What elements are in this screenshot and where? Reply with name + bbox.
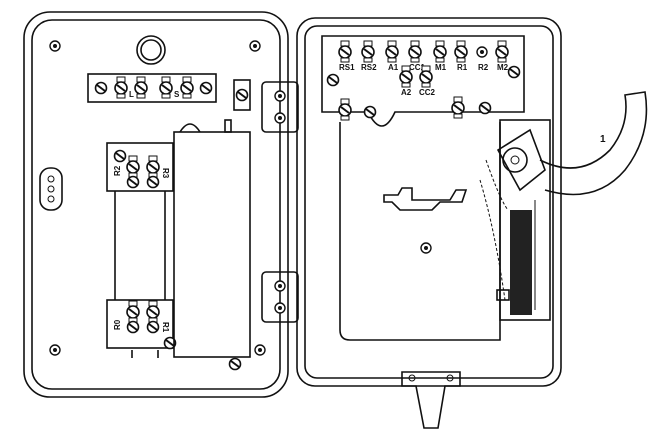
label-L: L (129, 90, 134, 99)
right-panel: RS1 RS2 A1 CC1 M1 R1 R2 M2 A2 CC2 1 (296, 17, 648, 429)
label-RS1: RS1 (339, 63, 355, 72)
label-CC2: CC2 (419, 88, 436, 97)
label-R2: R2 (113, 165, 122, 176)
lever-label: 1 (600, 134, 606, 145)
label-R1: R1 (457, 63, 468, 72)
hinges (261, 81, 299, 323)
label-A2: A2 (401, 88, 412, 97)
label-CC1: CC1 (409, 63, 426, 72)
label-S: S (174, 90, 180, 99)
label-M1: M1 (435, 63, 447, 72)
label-R3: R3 (161, 168, 170, 179)
label-R0: R0 (113, 319, 122, 330)
top-terminal-row: RS1 RS2 A1 CC1 M1 R1 R2 M2 A2 CC2 (326, 40, 521, 121)
label-R1: R1 (161, 322, 170, 333)
left-panel: L S R2 R3 R0 R1 (23, 11, 289, 398)
label-R2: R2 (478, 63, 489, 72)
label-A1: A1 (388, 63, 399, 72)
label-RS2: RS2 (361, 63, 377, 72)
label-M2: M2 (497, 63, 509, 72)
